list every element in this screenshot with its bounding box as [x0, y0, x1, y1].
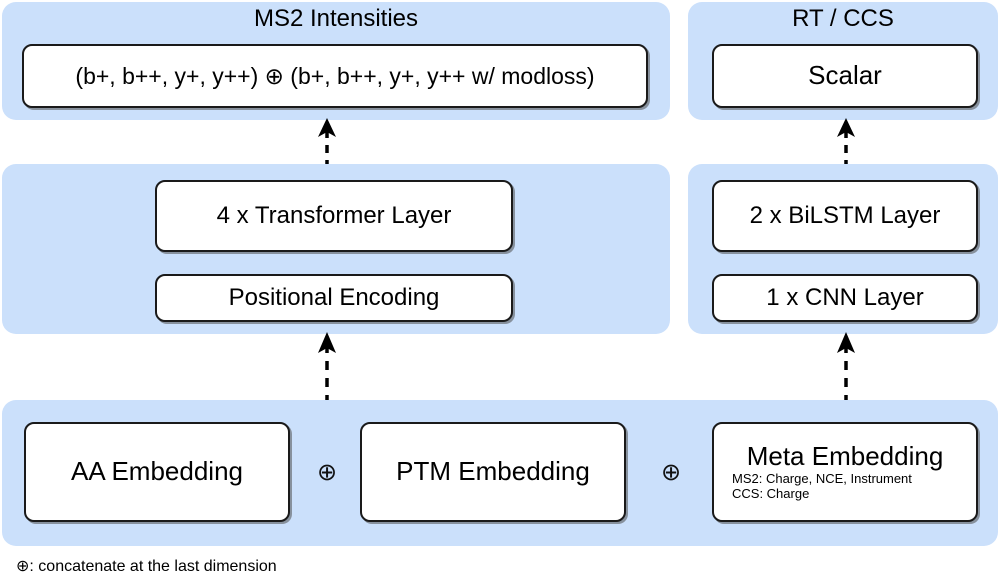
arrow-embedding-to-cnn [837, 332, 855, 404]
node-label: Meta Embedding [746, 441, 944, 472]
panel-caption-ms2-intensities: MS2 Intensities [253, 5, 419, 32]
node-aa-embedding[interactable]: AA Embedding [24, 422, 290, 522]
oplus-operator-2: ⊕ [660, 459, 682, 486]
node-label: (b+, b++, y+, y++) ⊕ (b+, b++, y+, y++ w… [75, 62, 595, 89]
node-label: 4 x Transformer Layer [216, 202, 452, 230]
node-ptm-embedding[interactable]: PTM Embedding [360, 422, 626, 522]
node-label: 2 x BiLSTM Layer [749, 202, 941, 230]
arrow-embedding-to-transformer [318, 332, 336, 404]
panel-caption-rt-ccs: RT / CCS [792, 5, 894, 32]
node-cnn-layer[interactable]: 1 x CNN Layer [712, 274, 978, 322]
node-meta-embedding[interactable]: Meta Embedding MS2: Charge, NCE, Instrum… [712, 422, 978, 522]
node-scalar-output[interactable]: Scalar [712, 44, 978, 108]
node-label: 1 x CNN Layer [766, 284, 924, 312]
arrow-transformer-to-ms2-output [318, 118, 336, 168]
node-label: AA Embedding [70, 456, 243, 487]
node-transformer-layer[interactable]: 4 x Transformer Layer [155, 180, 513, 252]
arrow-bilstm-to-rt-output [837, 118, 855, 168]
node-positional-encoding[interactable]: Positional Encoding [155, 274, 513, 322]
node-ms2-intensity-vector[interactable]: (b+, b++, y+, y++) ⊕ (b+, b++, y+, y++ w… [22, 44, 648, 108]
meta-embedding-ms2-inputs: MS2: Charge, NCE, Instrument [732, 471, 912, 486]
oplus-operator-1: ⊕ [316, 459, 338, 486]
node-label: Scalar [808, 60, 882, 91]
node-label: Positional Encoding [228, 284, 440, 312]
node-label: PTM Embedding [396, 456, 590, 487]
meta-embedding-ccs-inputs: CCS: Charge [732, 485, 810, 501]
node-bilstm-layer[interactable]: 2 x BiLSTM Layer [712, 180, 978, 252]
legend-concatenate: ⊕: concatenate at the last dimension [16, 558, 277, 575]
